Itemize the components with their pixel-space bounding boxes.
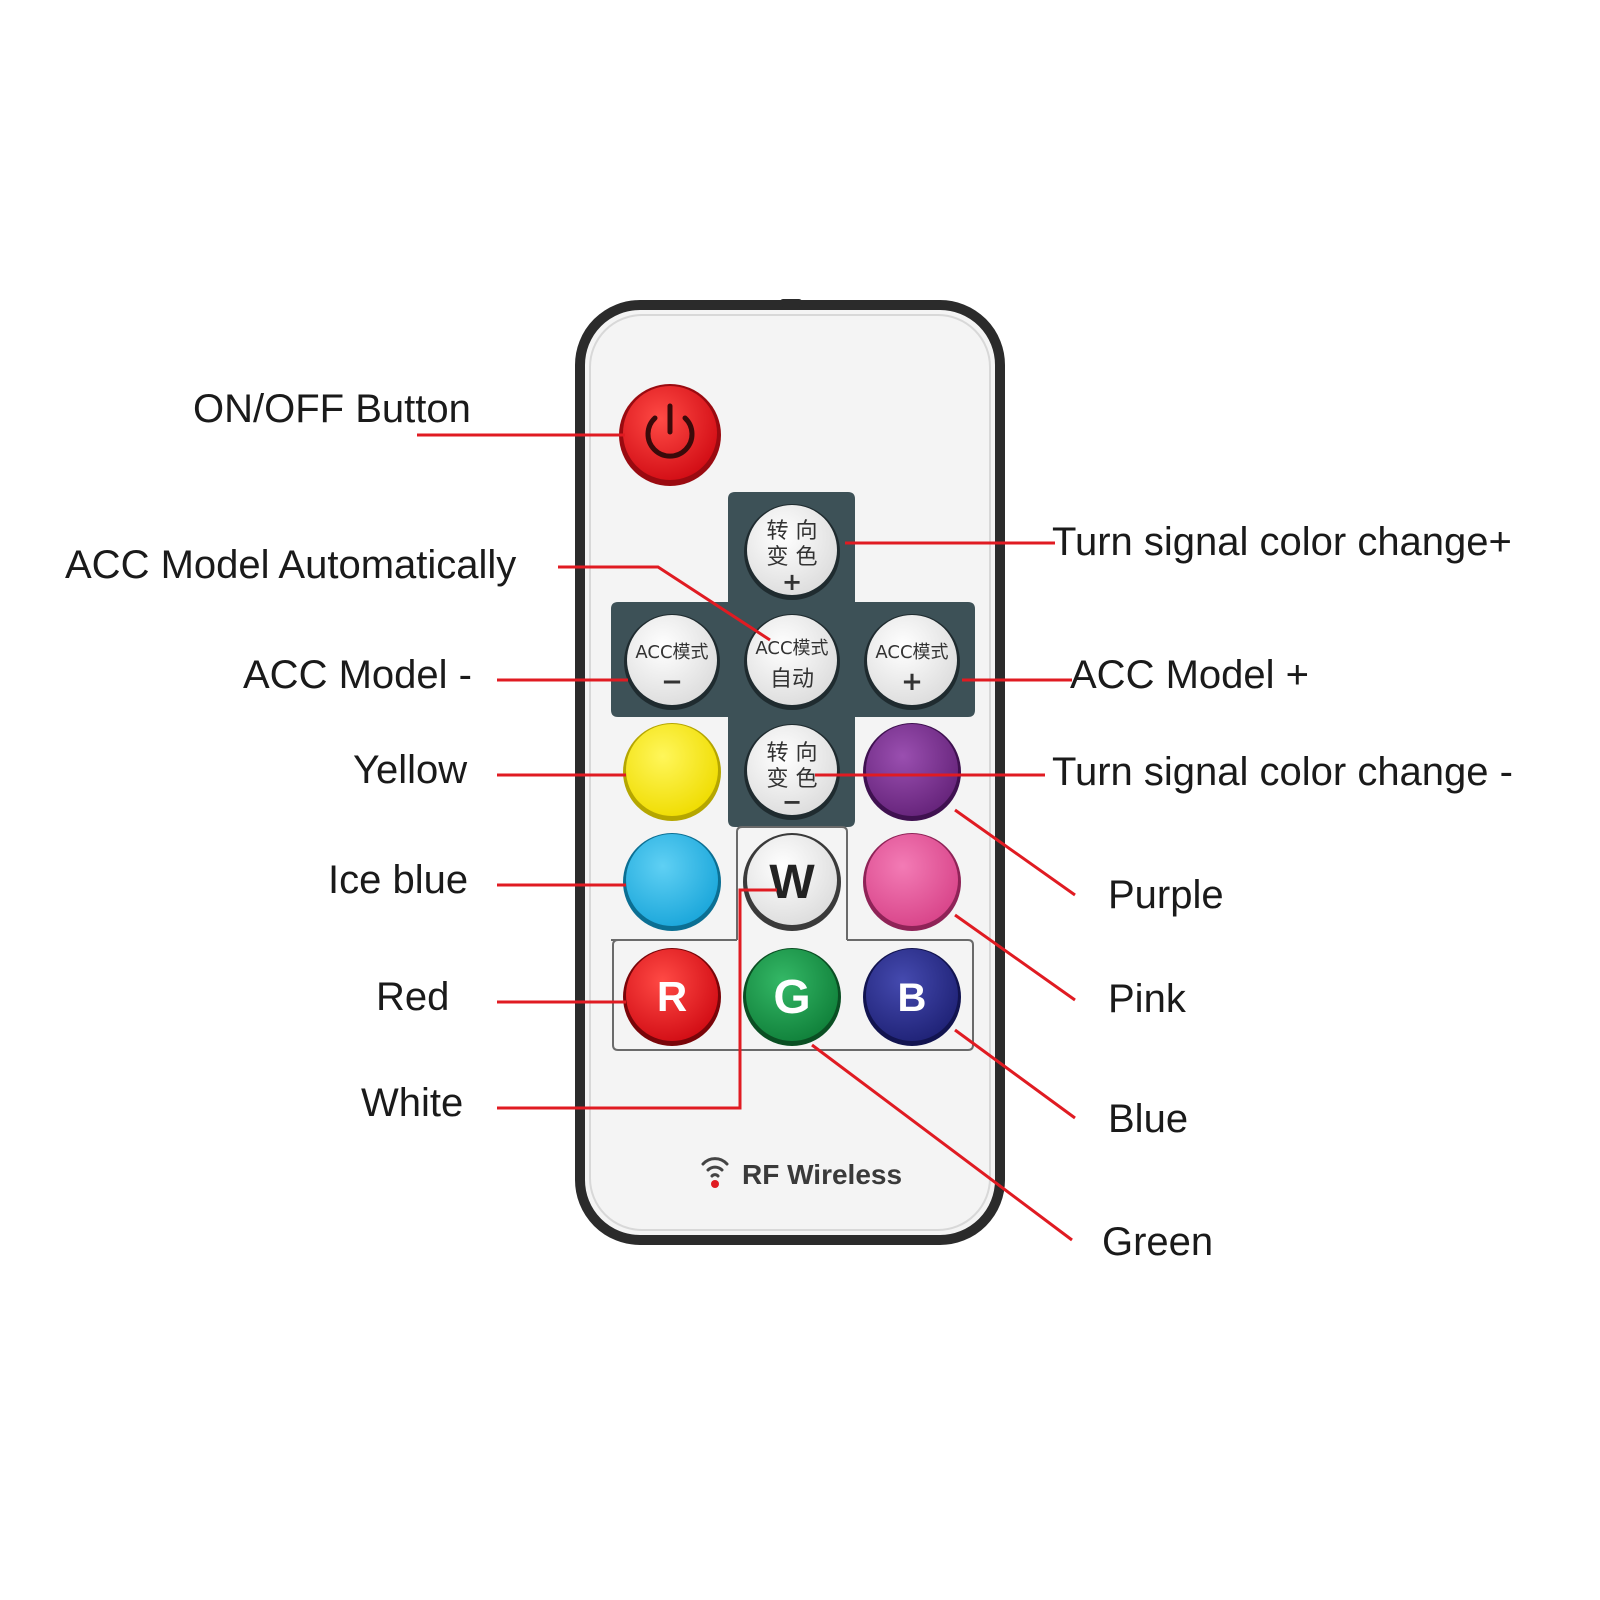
label-turn-plus: Turn signal color change+ (1052, 520, 1512, 564)
acc-minus-line2: − (661, 667, 683, 697)
white-button[interactable]: W (743, 833, 841, 931)
button-grid-outline (611, 826, 974, 1051)
wifi-dot (711, 1180, 719, 1188)
label-acc-auto: ACC Model Automatically (65, 543, 516, 587)
leader-acc-auto (558, 565, 771, 642)
turn-plus-line1: 转 向 (767, 519, 818, 544)
green-button-letter: G (773, 971, 810, 1024)
power-button[interactable] (619, 384, 721, 486)
red-button-letter: R (657, 973, 687, 1020)
label-on-off: ON/OFF Button (193, 387, 471, 431)
turn-minus-line2: 变 色 (767, 767, 818, 792)
acc-auto-button[interactable]: ACC模式 自动 (744, 614, 840, 710)
ice-blue-button[interactable] (623, 833, 721, 931)
acc-minus-line1: ACC模式 (635, 642, 708, 663)
turn-signal-plus-button[interactable]: 转 向 变 色 + (744, 504, 840, 600)
turn-plus-line2: 变 色 (767, 545, 818, 570)
turn-plus-line3: + (782, 568, 802, 596)
blue-button-letter: B (898, 976, 927, 1020)
leader-lines (417, 433, 1076, 1242)
label-blue: Blue (1108, 1097, 1188, 1141)
turn-minus-line1: 转 向 (767, 741, 818, 766)
turn-signal-minus-button[interactable]: 转 向 变 色 − (744, 724, 840, 820)
acc-plus-line1: ACC模式 (875, 642, 948, 663)
label-red: Red (376, 975, 449, 1019)
rf-wireless-badge: RF Wireless (701, 1157, 902, 1190)
purple-button[interactable] (863, 723, 961, 821)
yellow-button[interactable] (623, 723, 721, 821)
acc-auto-line1: ACC模式 (755, 638, 828, 659)
acc-auto-line2: 自动 (770, 667, 814, 692)
label-white: White (361, 1081, 463, 1125)
label-ice-blue: Ice blue (328, 858, 468, 902)
power-icon (645, 403, 695, 459)
leader-blue (954, 1028, 1076, 1120)
label-acc-minus: ACC Model - (243, 653, 472, 697)
blue-button[interactable]: B (863, 948, 961, 1046)
red-button[interactable]: R (623, 948, 721, 1046)
turn-minus-line3: − (782, 788, 802, 816)
wifi-icon (701, 1157, 729, 1178)
leader-green (811, 1043, 1073, 1242)
acc-minus-button[interactable]: ACC模式 − (624, 614, 720, 710)
acc-plus-line2: + (901, 667, 923, 697)
rf-wireless-label: RF Wireless (742, 1159, 902, 1190)
leader-pink (954, 913, 1076, 1002)
label-purple: Purple (1108, 873, 1224, 917)
label-acc-plus: ACC Model + (1070, 653, 1309, 697)
green-button[interactable]: G (743, 948, 841, 1046)
label-turn-minus: Turn signal color change - (1052, 750, 1513, 794)
label-green: Green (1102, 1220, 1213, 1264)
acc-plus-button[interactable]: ACC模式 + (864, 614, 960, 710)
white-button-letter: W (769, 856, 815, 909)
leader-purple (954, 808, 1076, 897)
label-pink: Pink (1108, 977, 1187, 1021)
leader-white (497, 888, 777, 1110)
pink-button[interactable] (863, 833, 961, 931)
label-yellow: Yellow (353, 748, 467, 792)
